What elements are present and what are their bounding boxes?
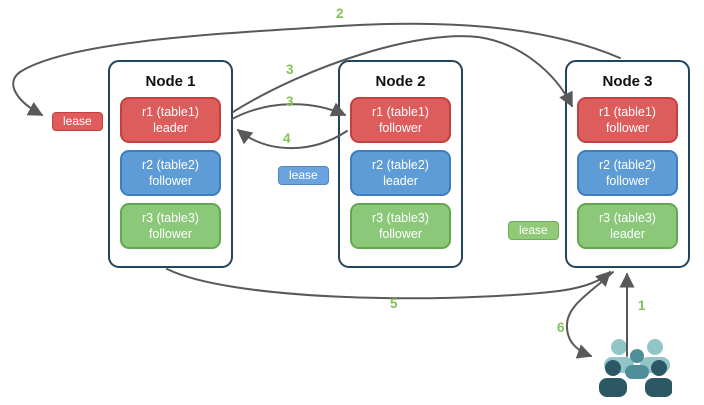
node-2: Node 2 r1 (table1) follower r2 (table2) … xyxy=(338,60,463,268)
node-1-replica-r3: r3 (table3) follower xyxy=(120,203,221,249)
node-3: Node 3 r1 (table1) follower r2 (table2) … xyxy=(565,60,690,268)
step-label-5: 5 xyxy=(390,296,398,311)
node-2-title: Node 2 xyxy=(375,73,426,90)
node-3-replica-r2: r2 (table2) follower xyxy=(577,150,678,196)
replica-role: leader xyxy=(383,174,418,188)
arrow-step-6-node3-to-users xyxy=(565,271,614,359)
replica-role: leader xyxy=(610,227,645,241)
step-label-4: 4 xyxy=(283,131,291,146)
node-1-replica-r2: r2 (table2) follower xyxy=(120,150,221,196)
user-group-icon xyxy=(599,339,672,397)
replica-role: follower xyxy=(378,121,423,135)
lease-tag-table3: lease xyxy=(508,221,559,240)
replica-name: r1 (table1) xyxy=(599,104,656,119)
node-3-title: Node 3 xyxy=(602,73,653,90)
arrow-step-2-node3-to-lease xyxy=(12,22,621,116)
replica-role: leader xyxy=(153,121,188,135)
node-3-replica-r3: r3 (table3) leader xyxy=(577,203,678,249)
step-label-6: 6 xyxy=(557,320,565,335)
replica-role: follower xyxy=(378,227,423,241)
lease-tag-table2: lease xyxy=(278,166,329,185)
node-2-replica-r2: r2 (table2) leader xyxy=(350,150,451,196)
replica-name: r2 (table2) xyxy=(142,157,199,172)
node-1-title: Node 1 xyxy=(145,73,196,90)
node-2-replica-r3: r3 (table3) follower xyxy=(350,203,451,249)
replica-name: r2 (table2) xyxy=(599,157,656,172)
step-label-3a: 3 xyxy=(286,62,294,77)
replica-name: r1 (table1) xyxy=(372,104,429,119)
arrow-step-5-node1-to-node3 xyxy=(166,268,612,300)
node-1: Node 1 r1 (table1) leader r2 (table2) fo… xyxy=(108,60,233,268)
replica-name: r3 (table3) xyxy=(372,210,429,225)
replica-name: r3 (table3) xyxy=(599,210,656,225)
replica-name: r3 (table3) xyxy=(142,210,199,225)
lease-tag-table1: lease xyxy=(52,112,103,131)
step-label-2: 2 xyxy=(336,6,344,21)
replica-role: follower xyxy=(148,174,193,188)
step-label-3b: 3 xyxy=(286,94,294,109)
replica-role: follower xyxy=(605,121,650,135)
replica-name: r2 (table2) xyxy=(372,157,429,172)
replica-role: follower xyxy=(605,174,650,188)
node-2-replica-r1: r1 (table1) follower xyxy=(350,97,451,143)
node-1-replica-r1: r1 (table1) leader xyxy=(120,97,221,143)
arrow-step-4-node2-to-node1 xyxy=(236,129,348,150)
node-3-replica-r1: r1 (table1) follower xyxy=(577,97,678,143)
replica-role: follower xyxy=(148,227,193,241)
replica-name: r1 (table1) xyxy=(142,104,199,119)
step-label-1: 1 xyxy=(638,298,646,313)
